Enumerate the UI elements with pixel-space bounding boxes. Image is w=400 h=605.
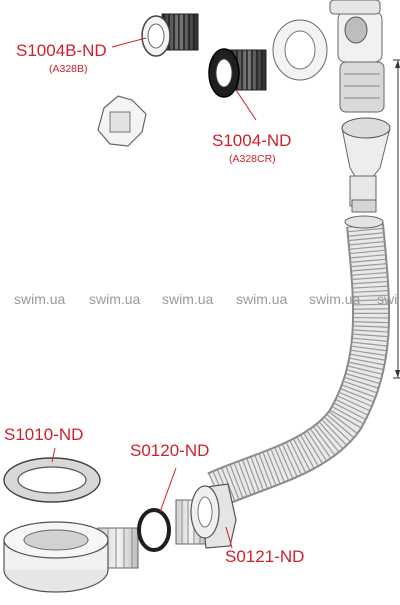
watermark-text: swim.ua [236,291,288,307]
overflow-gasket [272,19,328,81]
screw-s1004b [141,13,199,57]
watermark-text: swim.ua [162,291,214,307]
rotary-key [97,95,147,147]
dimension-line [393,59,400,379]
part-label-s0121: S0121-ND [225,547,305,566]
part-label-s0120: S0120-ND [130,441,210,460]
part-label-s1004b: S1004B-ND [16,41,107,60]
oring-s0120 [137,508,171,552]
washer-s1010 [3,457,101,503]
leader-lines [51,37,257,549]
part-subcode-s1004b: (A328B) [49,63,88,75]
oval-adapter [341,117,391,213]
watermark-text: swi [377,291,398,307]
watermark-text: swim.ua [14,291,66,307]
part-label-s1004: S1004-ND [212,131,292,150]
bath-waste-body [3,521,139,593]
overflow-head [329,0,385,113]
corrugated-hose [207,215,391,508]
nut-s0121 [175,483,237,549]
watermark-text: swim.ua [309,291,361,307]
part-subcode-s1004: (A328CR) [229,153,276,165]
watermark-text: swim.ua [89,291,141,307]
part-label-s1010: S1010-ND [4,425,84,444]
screw-s1004 [208,48,267,98]
